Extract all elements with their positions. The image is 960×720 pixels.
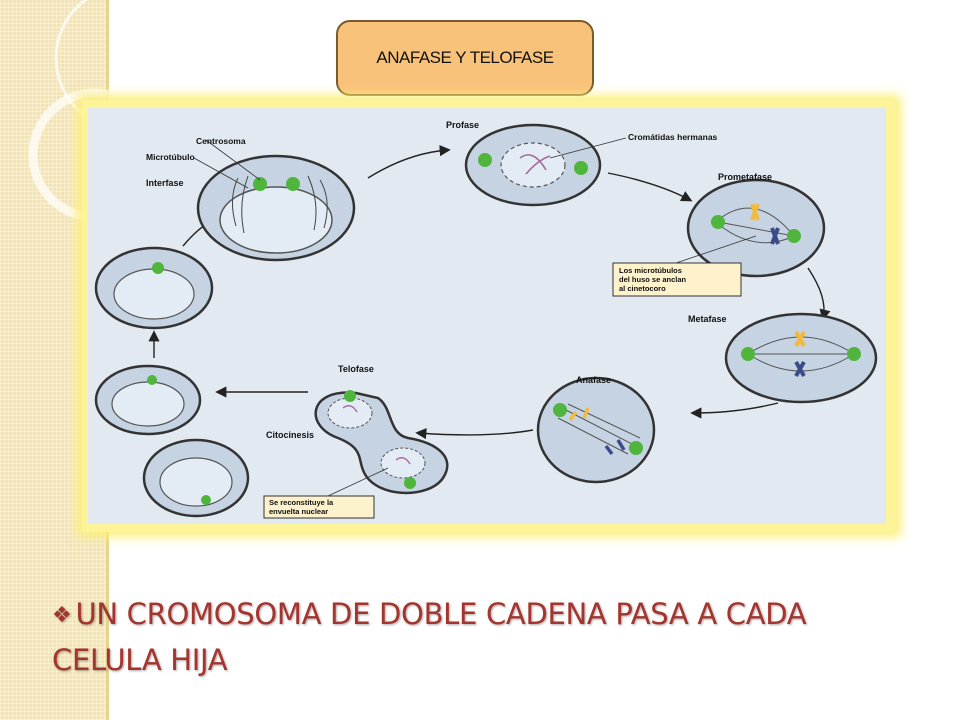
centrosome-icon xyxy=(553,403,567,417)
centrosome-icon xyxy=(344,390,356,402)
slide-title-box: ANAFASE Y TELOFASE xyxy=(336,20,594,96)
centrosome-icon xyxy=(152,262,164,274)
metafase-cell xyxy=(724,312,878,404)
centrosome-icon xyxy=(629,441,643,455)
bullet-point: ❖UN CROMOSOMA DE DOBLE CADENA PASA A CAD… xyxy=(52,592,912,683)
label-citocinesis: Citocinesis xyxy=(266,430,314,440)
centrosome-icon xyxy=(253,177,267,191)
cycle-arrows xyxy=(148,145,831,440)
centrosome-icon xyxy=(847,347,861,361)
envelope-callout: Se reconstituye la envuelta nuclear xyxy=(263,467,389,519)
telofase-cell xyxy=(314,390,449,495)
label-telofase: Telofase xyxy=(338,364,374,374)
centrosome-icon xyxy=(711,215,725,229)
centrosome-icon xyxy=(741,347,755,361)
centrosome-icon xyxy=(147,375,157,385)
callout-line-1: Los microtúbulos xyxy=(619,266,682,275)
slide-title: ANAFASE Y TELOFASE xyxy=(376,48,554,67)
callout-env-2: envuelta nuclear xyxy=(269,507,328,516)
centrosome-icon xyxy=(574,161,588,175)
centrosome-icon xyxy=(286,177,300,191)
label-cromatidas: Cromátidas hermanas xyxy=(628,132,718,142)
centrosome-icon xyxy=(404,477,416,489)
mitosis-cycle-diagram: Los microtúbulos del huso se anclan al c… xyxy=(88,108,886,524)
callout-line-3: al cinetocoro xyxy=(619,284,666,293)
label-centrosoma: Centrosoma xyxy=(196,136,246,146)
diamond-bullet-icon: ❖ xyxy=(52,603,72,628)
profase-cell xyxy=(464,123,602,207)
daughter-cell-bottom xyxy=(142,438,250,518)
centrosome-icon xyxy=(201,495,211,505)
label-anafase: Anafase xyxy=(576,375,611,385)
label-prometafase: Prometafase xyxy=(718,172,772,182)
centrosome-icon xyxy=(787,229,801,243)
prometafase-cell xyxy=(686,178,826,278)
bullet-text: UN CROMOSOMA DE DOBLE CADENA PASA A CADA… xyxy=(52,597,807,677)
label-profase: Profase xyxy=(446,120,479,130)
label-interfase: Interfase xyxy=(146,178,184,188)
daughter-cell-middle xyxy=(94,364,202,436)
daughter-cell-top xyxy=(94,246,214,330)
centrosome-icon xyxy=(478,153,492,167)
label-metafase: Metafase xyxy=(688,314,727,324)
callout-line-2: del huso se anclan xyxy=(619,275,687,284)
interfase-cell xyxy=(196,154,356,262)
label-microtubulo: Microtúbulo xyxy=(146,152,195,162)
callout-env-1: Se reconstituye la xyxy=(269,498,334,507)
kinetochore-callout: Los microtúbulos del huso se anclan al c… xyxy=(612,235,757,297)
anafase-cell xyxy=(536,376,656,484)
